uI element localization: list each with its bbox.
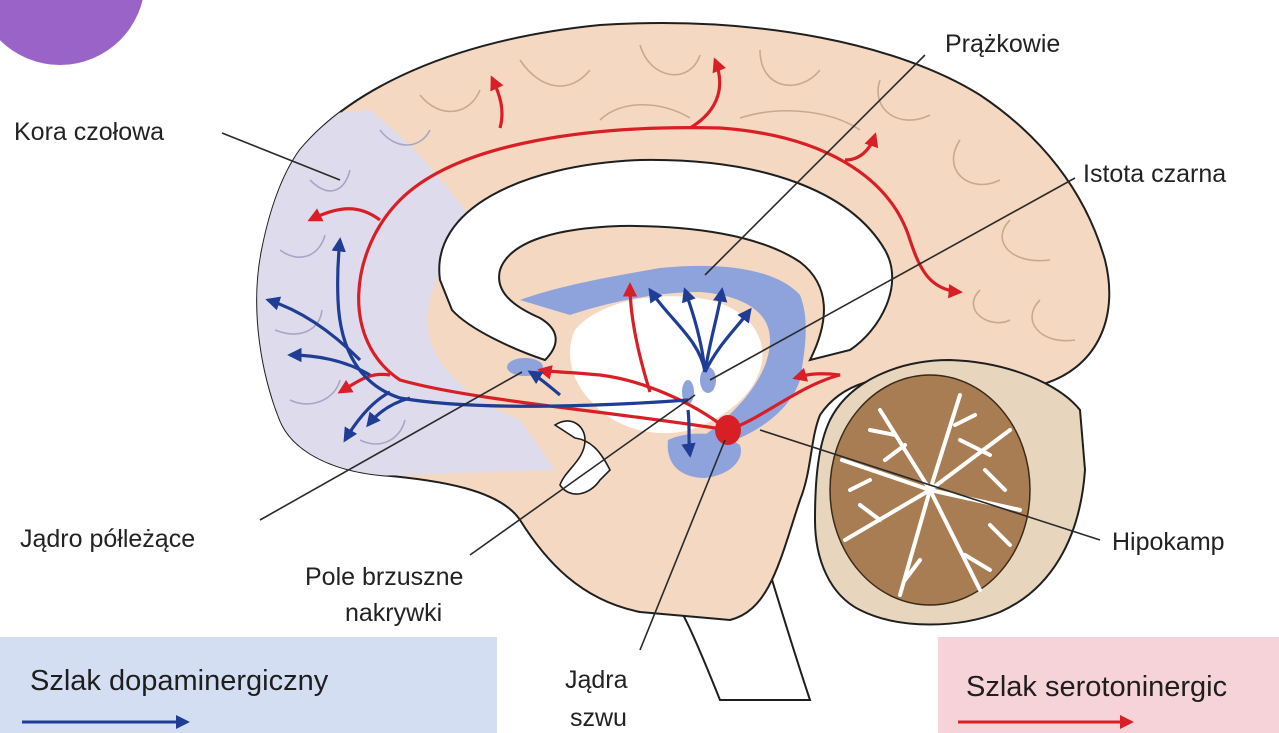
label-nucleus-accumbens: Jądro półleżące — [20, 525, 195, 553]
label-substantia-nigra: Istota czarna — [1083, 160, 1226, 188]
legend-dopamine-label: Szlak dopaminergiczny — [30, 665, 329, 697]
label-striatum: Prążkowie — [945, 30, 1060, 58]
legend-dopamine: Szlak dopaminergiczny — [0, 637, 497, 733]
legend-serotonin-label: Szlak serotoninergic — [966, 671, 1227, 703]
label-vta-line1: Pole brzuszne — [305, 563, 463, 591]
label-raphe-line2: szwu — [570, 704, 627, 732]
substantia-nigra-region — [700, 367, 716, 393]
legend-serotonin: Szlak serotoninergic — [938, 637, 1279, 733]
label-hippocampus: Hipokamp — [1112, 528, 1225, 556]
label-frontal-cortex: Kora czołowa — [14, 118, 164, 146]
label-raphe-line1: Jądra — [565, 666, 628, 694]
nucleus-accumbens-region — [507, 358, 543, 376]
corner-decoration — [0, 0, 145, 65]
label-vta-line2: nakrywki — [345, 599, 442, 627]
